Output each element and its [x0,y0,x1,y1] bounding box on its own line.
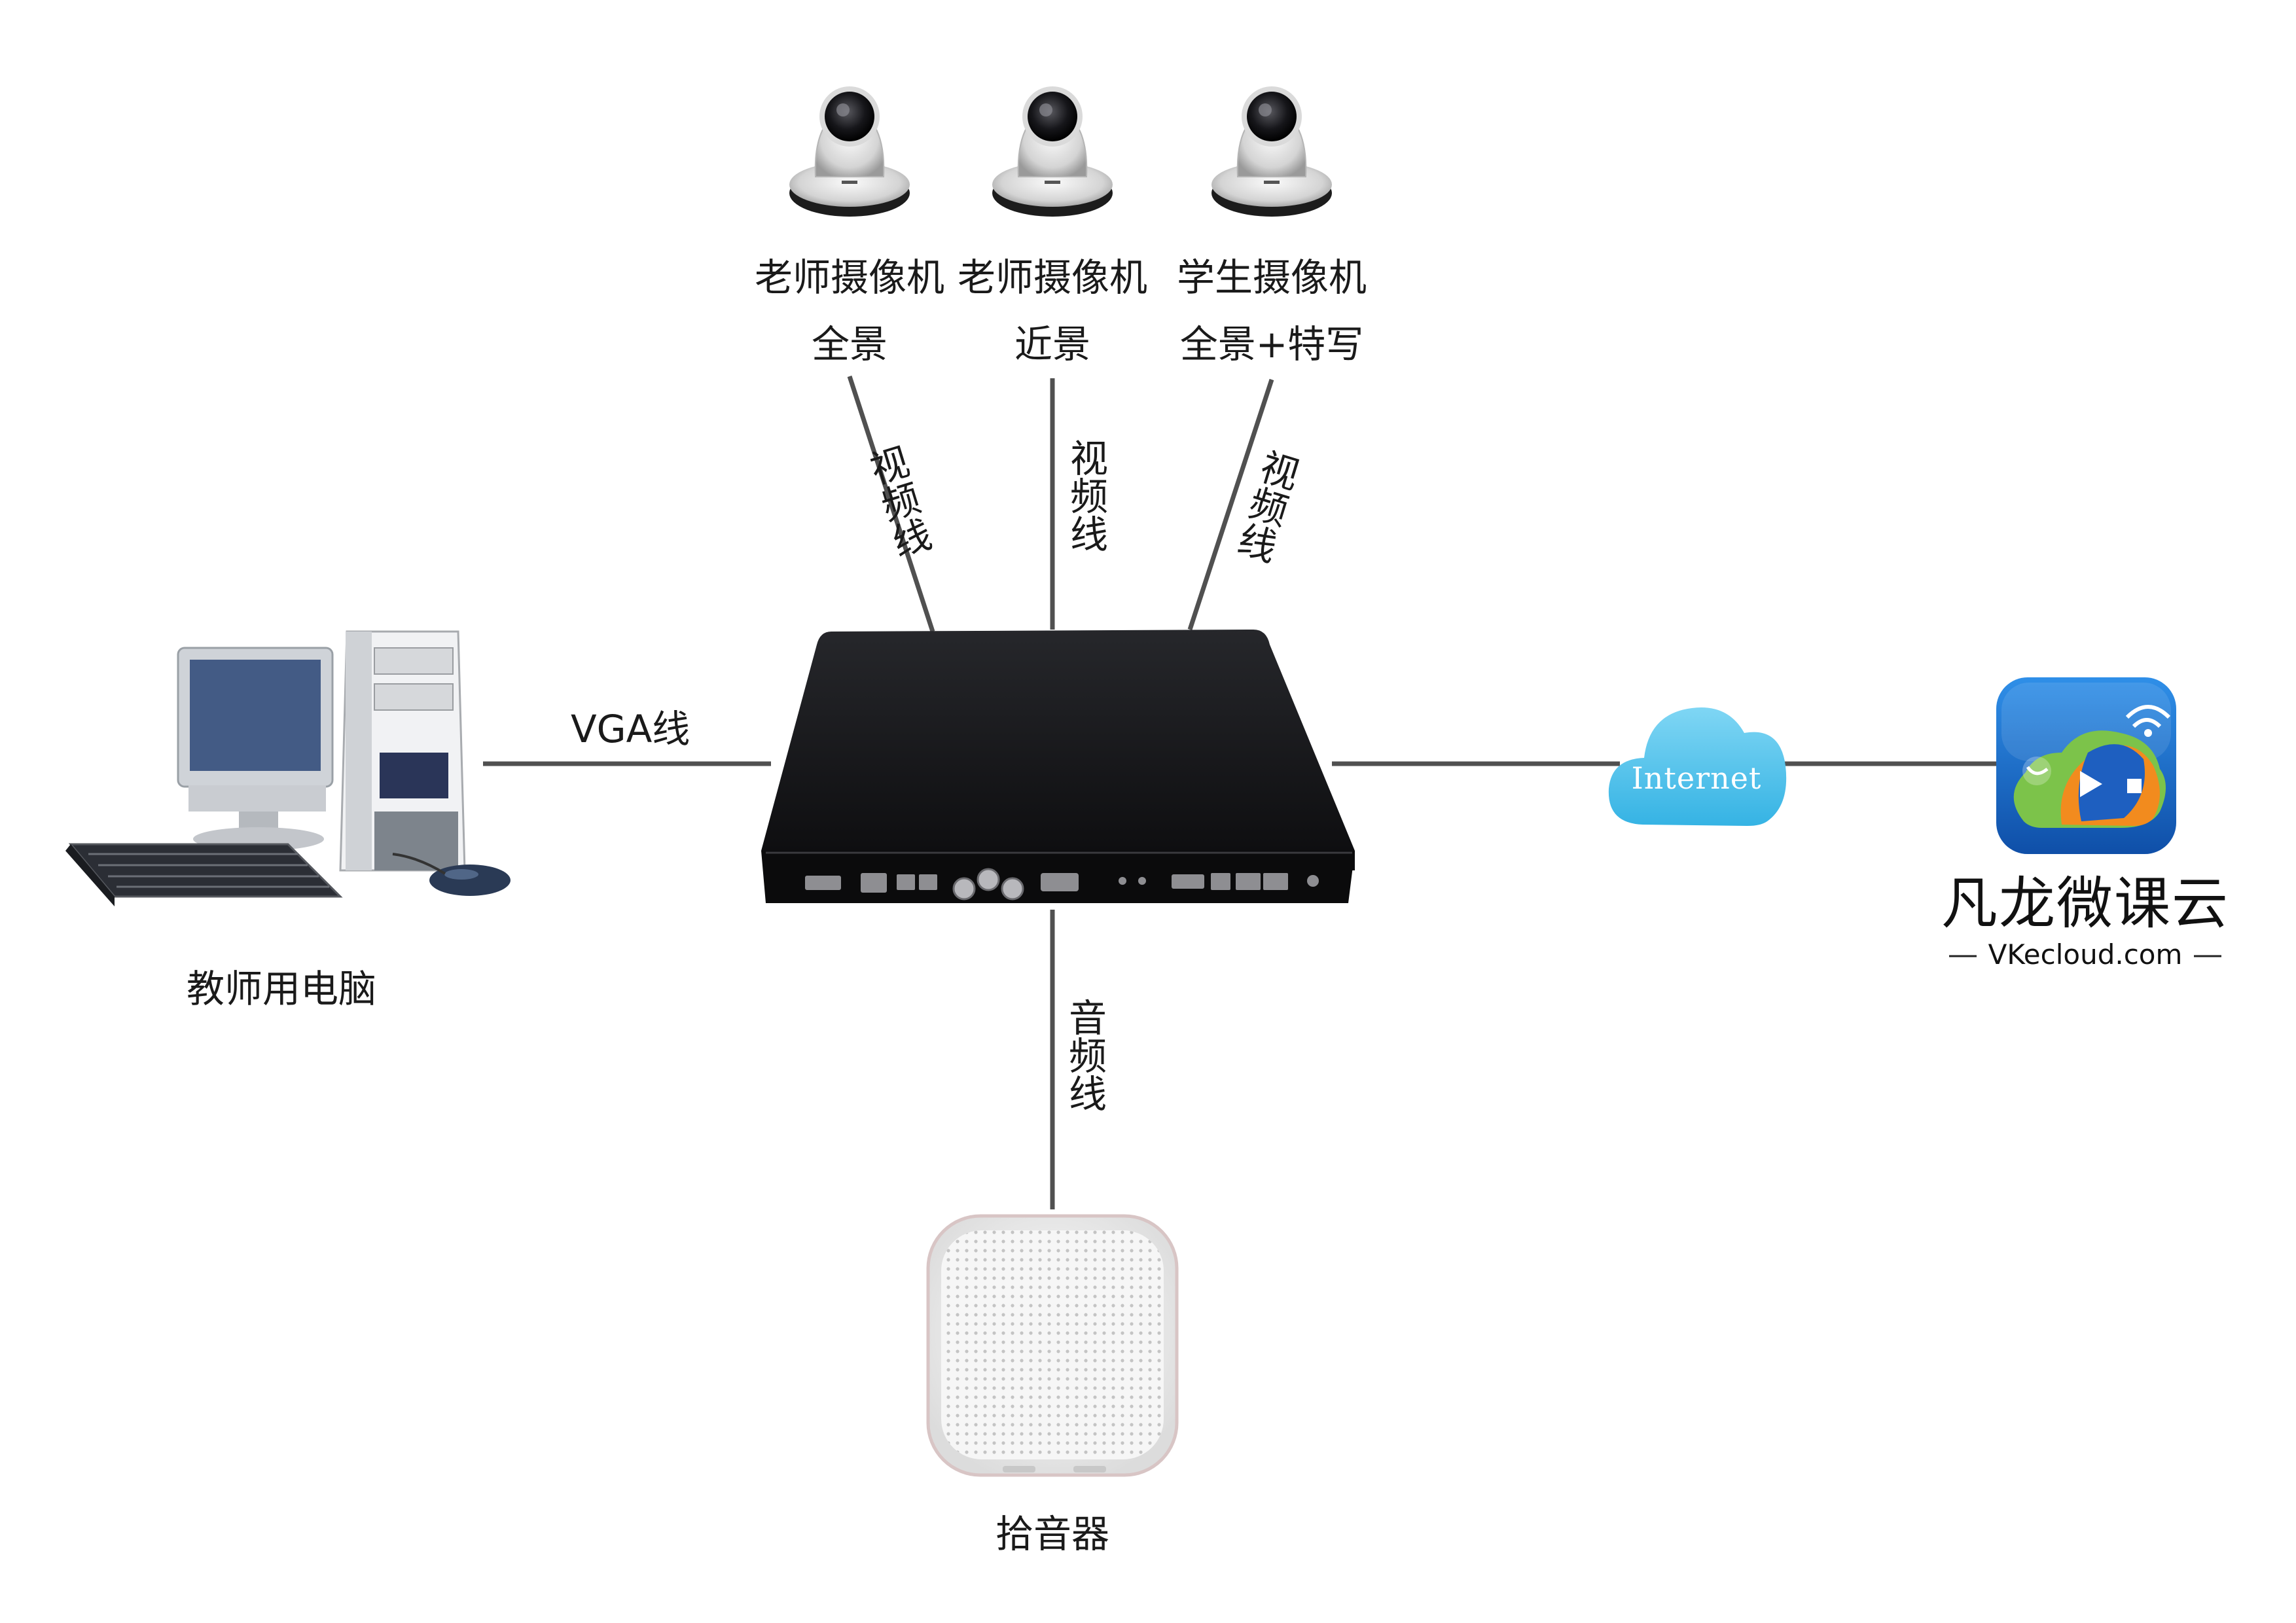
teacher-pc-label: 教师用电脑 [186,967,377,1011]
internet-label: Internet [1631,760,1762,796]
video-cable-label: 视频线 [1064,438,1108,552]
camera-2-subtitle: 近景 [1014,322,1091,366]
microphone-label: 拾音器 [995,1512,1110,1556]
camera-1-subtitle: 全景 [811,322,888,366]
video-line-3 [1187,378,1274,631]
audio-cable-label: 音频线 [1062,998,1107,1112]
video-line-1 [847,375,935,633]
brand-name: 凡龙微课云 [1941,871,2229,936]
cloud-icon [1608,707,1787,826]
camera-2-title: 老师摄像机 [957,255,1148,300]
camera-icon [789,86,910,217]
camera-3-title: 学生摄像机 [1176,255,1367,300]
desktop-computer-icon [65,630,511,906]
vga-cable-label: VGA线 [571,707,691,751]
microphone-pickup-icon [926,1214,1179,1477]
camera-icon [1211,86,1332,217]
vkecloud-app-icon [1996,677,2176,854]
camera-1-title: 老师摄像机 [754,255,945,300]
camera-3-subtitle: 全景+特写 [1179,322,1364,366]
connections [483,375,1996,1209]
camera-icon [992,86,1113,217]
brand-url: VKecloud.com [1988,938,2183,971]
recorder-box-icon [761,630,1355,903]
